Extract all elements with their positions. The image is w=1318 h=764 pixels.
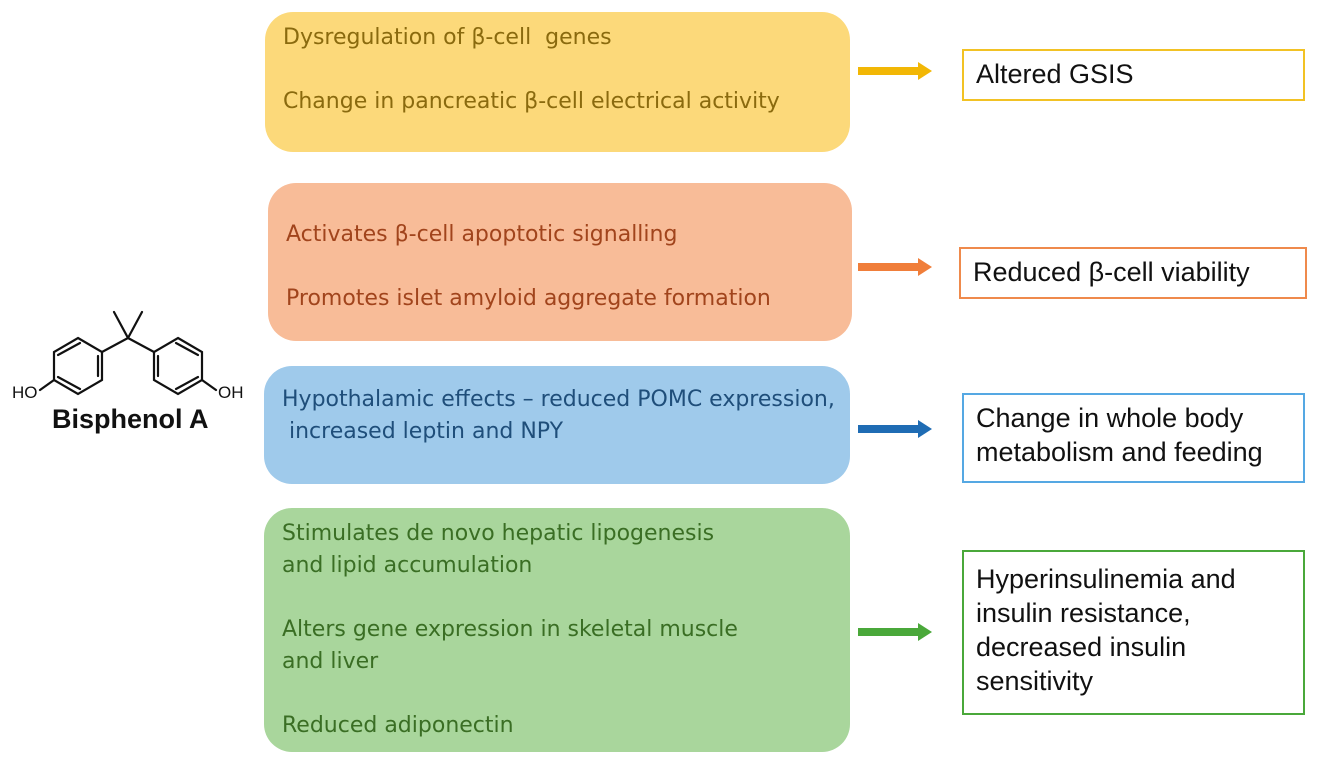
mechanism-line [283,54,832,86]
outcome-line: Reduced β-cell viability [973,257,1250,287]
mechanism-box-peripheral-tissues: Stimulates de novo hepatic lipogenesis a… [264,508,850,752]
arrow-right-icon [858,258,932,276]
mechanism-box-beta-cell-function: Dysregulation of β-cell genes Change in … [265,12,850,152]
mechanism-line [282,678,832,710]
mechanism-line [282,582,832,614]
mechanism-line: increased leptin and NPY [282,419,564,444]
outcome-box-gsis: Altered GSIS [962,49,1305,101]
mechanism-line: Alters gene expression in skeletal muscl… [282,617,738,642]
outcome-line: decreased insulin [976,632,1187,662]
mechanism-line [286,251,834,283]
mechanism-line: Stimulates de novo hepatic lipogenesis [282,521,715,546]
mechanism-line: Hypothalamic effects – reduced POMC expr… [282,387,835,412]
outcome-line: metabolism and feeding [976,437,1263,467]
outcome-line: sensitivity [976,666,1094,696]
arrow-shape [858,62,932,80]
outcome-box-metabolism: Change in whole body metabolism and feed… [962,393,1305,483]
mechanism-line: Dysregulation of β-cell genes [283,25,612,50]
arrow-right-icon [858,420,932,438]
outcome-line: Hyperinsulinemia and [976,564,1236,594]
outcome-line: insulin resistance, [976,598,1191,628]
mechanism-line: Reduced adiponectin [282,713,514,738]
bisphenol-a-structure: HO OH [12,310,244,402]
arrow-shape [858,258,932,276]
outcome-line: Altered GSIS [976,59,1134,89]
mechanism-box-beta-cell-survival: Activates β-cell apoptotic signalling Pr… [268,183,852,341]
hydroxyl-left-label: HO [12,383,38,402]
outcome-line: Change in whole body [976,403,1244,433]
compound-name: Bisphenol A [52,404,209,434]
mechanism-line: and liver [282,649,379,674]
hydroxyl-right-label: OH [218,383,244,402]
mechanism-line: Promotes islet amyloid aggregate formati… [286,286,771,311]
arrow-shape [858,420,932,438]
mechanism-box-hypothalamic: Hypothalamic effects – reduced POMC expr… [264,366,850,484]
mechanism-line: and lipid accumulation [282,553,533,578]
arrow-right-icon [858,623,932,641]
arrow-right-icon [858,62,932,80]
arrow-shape [858,623,932,641]
mechanism-line: Change in pancreatic β-cell electrical a… [283,89,780,114]
outcome-box-viability: Reduced β-cell viability [959,247,1307,299]
mechanism-line: Activates β-cell apoptotic signalling [286,222,678,247]
outcome-box-insulin-resistance: Hyperinsulinemia and insulin resistance,… [962,550,1305,715]
